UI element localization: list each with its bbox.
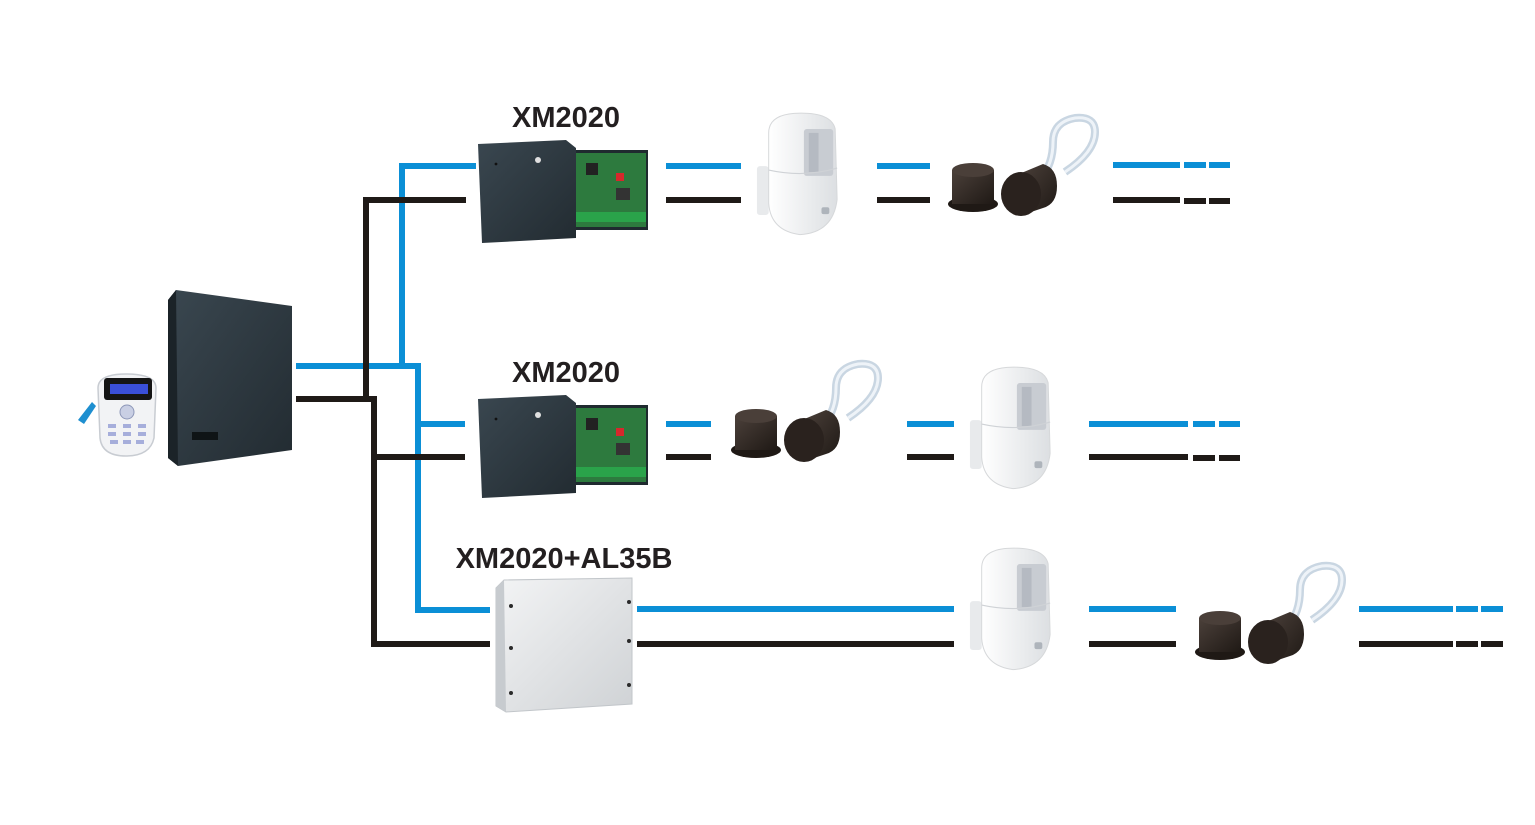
bus-line-black-trunk <box>296 396 490 647</box>
segment-1c-dashed <box>1113 162 1230 204</box>
main-panel-enclosure[interactable] <box>168 290 292 466</box>
bus-line-blue-branch-1 <box>399 163 476 366</box>
enclosure-screws <box>509 600 631 695</box>
segment-1a <box>666 163 741 203</box>
module-label-3: XM2020+AL35B <box>456 543 673 575</box>
bus-line-blue-trunk <box>296 363 490 613</box>
bus-line-black-branch-1 <box>363 197 466 399</box>
rfid-tag-icon <box>78 402 96 424</box>
pir-motion-detector-1[interactable] <box>756 112 838 236</box>
module-label-1: XM2020 <box>512 102 620 134</box>
magnetic-contact-2[interactable] <box>731 364 878 462</box>
module-label-2: XM2020 <box>512 357 620 389</box>
segment-3c-dashed <box>1359 606 1503 647</box>
xm2020-al35b-enclosure[interactable] <box>495 577 633 713</box>
bus-wiring <box>296 163 490 647</box>
segment-1b <box>877 163 930 203</box>
segment-2a <box>666 421 711 460</box>
keypad[interactable] <box>78 373 157 457</box>
branch-3: XM2020+AL35B <box>456 543 1503 713</box>
segment-2b <box>907 421 954 460</box>
branch-1: XM2020 <box>478 102 1230 243</box>
magnetic-contact-3[interactable] <box>1195 566 1342 664</box>
magnetic-contact-1[interactable] <box>948 118 1095 216</box>
xm2020-module-2[interactable] <box>478 395 648 498</box>
pir-motion-detector-2[interactable] <box>969 366 1051 490</box>
pir-motion-detector-3[interactable] <box>969 547 1051 671</box>
control-panel <box>78 290 292 466</box>
xm2020-module-1[interactable] <box>478 140 648 243</box>
branch-2: XM2020 <box>478 357 1240 498</box>
segment-3a <box>637 606 954 647</box>
panel-logo-plate <box>192 432 218 440</box>
segment-3b <box>1089 606 1176 647</box>
segment-2c-dashed <box>1089 421 1240 461</box>
